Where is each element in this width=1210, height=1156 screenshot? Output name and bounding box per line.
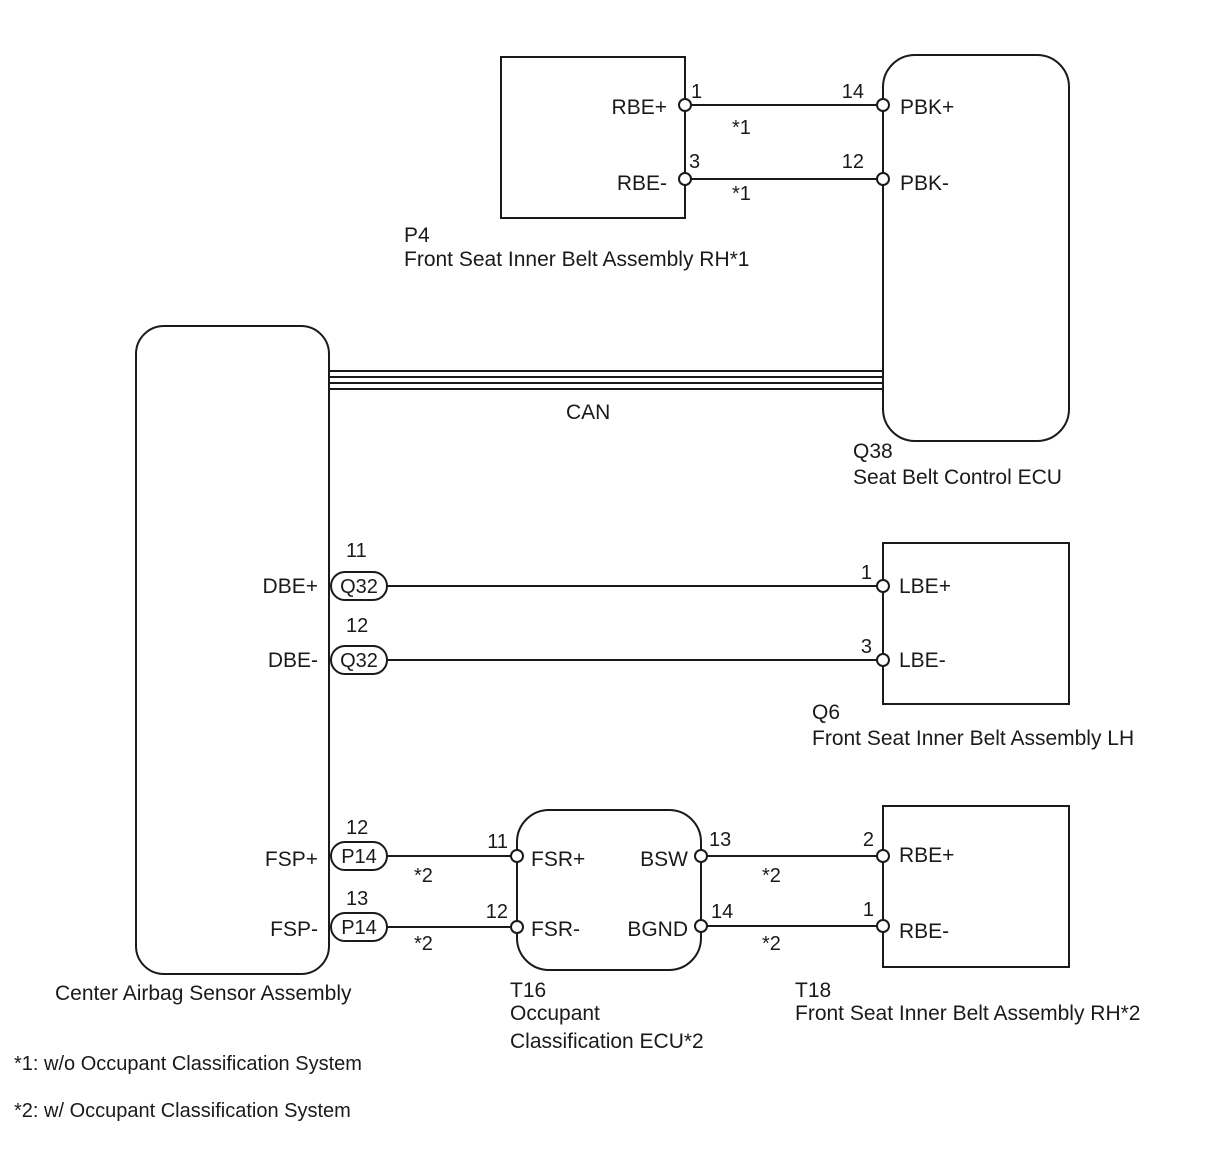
t16-pin-number-fsr-neg: 12 [486, 901, 508, 923]
t16-box [516, 809, 702, 971]
terminal-q38-neg [876, 172, 890, 186]
t18-pin-number-neg: 1 [863, 899, 874, 921]
connector-p14-neg-code: P14 [341, 917, 377, 939]
t16-pin-number-bsw: 13 [709, 829, 731, 851]
t16-pin-label-bgnd: BGND [627, 918, 688, 941]
t18-component: RBE+ RBE- 2 1 T18 Front Seat Inner Belt … [795, 805, 1141, 1025]
airbag-name: Center Airbag Sensor Assembly [55, 982, 352, 1005]
wire-mark-2-fsp-neg: *2 [414, 933, 433, 955]
airbag-pin-fsp-neg: FSP- [270, 918, 318, 941]
wire-mark-2-bsw: *2 [762, 865, 781, 887]
connector-p14-pos-code: P14 [341, 846, 377, 868]
wire-mark-2-fsp-pos: *2 [414, 865, 433, 887]
t18-pin-label-neg: RBE- [899, 920, 949, 943]
p4-box [500, 56, 686, 219]
terminal-p4-neg [678, 172, 692, 186]
t16-pin-label-fsr-pos: FSR+ [531, 848, 585, 871]
terminal-p4-pos [678, 98, 692, 112]
q6-pin-number-pos: 1 [861, 562, 872, 584]
p4-pin-label-neg: RBE- [617, 172, 667, 195]
airbag-pin-fsp-pos: FSP+ [265, 848, 318, 871]
t16-pin-number-bgnd: 14 [711, 901, 733, 923]
t18-name: Front Seat Inner Belt Assembly RH*2 [795, 1002, 1141, 1025]
footnote-2: *2: w/ Occupant Classification System [14, 1100, 351, 1122]
q38-pin-number-neg: 12 [842, 151, 864, 173]
connector-q32-neg-pin: 12 [346, 615, 368, 637]
t16-name-line-1: Occupant [510, 1002, 600, 1025]
wire-mark-1-upper: *1 [732, 117, 751, 139]
terminal-t18-neg [876, 919, 890, 933]
q6-name: Front Seat Inner Belt Assembly LH [812, 727, 1134, 750]
q38-component: PBK+ PBK- 14 12 Q38 Seat Belt Control EC… [842, 54, 1070, 489]
t16-pin-label-fsr-neg: FSR- [531, 918, 580, 941]
footnotes: *1: w/o Occupant Classification System *… [14, 1053, 362, 1122]
connector-p14-neg-pin: 13 [346, 888, 368, 910]
terminal-t16-bsw [694, 849, 708, 863]
q6-pin-label-pos: LBE+ [899, 575, 951, 598]
t16-pin-label-bsw: BSW [640, 848, 688, 871]
wire-mark-2-bgnd: *2 [762, 933, 781, 955]
p4-pin-number-pos: 1 [691, 81, 702, 103]
q6-pin-label-neg: LBE- [899, 649, 946, 672]
q38-code: Q38 [853, 440, 893, 463]
t16-pin-number-fsr-pos: 11 [487, 831, 508, 853]
p4-pin-label-pos: RBE+ [612, 96, 667, 119]
connector-p14-neg-shape [330, 912, 388, 942]
terminal-t16-fsr-neg [510, 920, 524, 934]
p4-component: RBE+ RBE- 1 3 P4 Front Seat Inner Belt A… [404, 56, 750, 271]
connector-q32-pos-shape [330, 571, 388, 601]
connector-p14-pos-shape [330, 841, 388, 871]
terminal-q6-pos [876, 579, 890, 593]
airbag-pin-dbe-pos: DBE+ [263, 575, 318, 598]
connector-q32-pos: Q32 11 [330, 540, 388, 601]
q38-pin-number-pos: 14 [842, 81, 864, 103]
p4-q38-wires: *1 *1 [678, 98, 890, 205]
t16-code: T16 [510, 979, 546, 1002]
t18-pin-number-pos: 2 [863, 829, 874, 851]
connector-q32-neg-shape [330, 645, 388, 675]
terminal-t16-fsr-pos [510, 849, 524, 863]
q38-pin-label-neg: PBK- [900, 172, 949, 195]
can-bus: CAN [329, 370, 883, 424]
connector-q32-pos-code: Q32 [340, 576, 378, 598]
wire-mark-1-lower: *1 [732, 183, 751, 205]
t16-name-line-2: Classification ECU*2 [510, 1030, 704, 1053]
q38-name: Seat Belt Control ECU [853, 466, 1062, 489]
airbag-component: DBE+ DBE- FSP+ FSP- Center Airbag Sensor… [55, 325, 352, 1005]
t16-component: FSR+ FSR- BSW BGND 11 12 13 14 T16 Occup… [486, 809, 733, 1053]
q38-pin-label-pos: PBK+ [900, 96, 954, 119]
q38-box [882, 54, 1070, 442]
dbe-wires: Q32 11 Q32 12 [330, 540, 890, 675]
footnote-1: *1: w/o Occupant Classification System [14, 1053, 362, 1075]
airbag-pin-dbe-neg: DBE- [268, 649, 318, 672]
p4-code: P4 [404, 224, 430, 247]
terminal-t16-bgnd [694, 919, 708, 933]
terminal-t18-pos [876, 849, 890, 863]
q6-code: Q6 [812, 701, 840, 724]
t18-code: T18 [795, 979, 831, 1002]
q6-component: LBE+ LBE- 1 3 Q6 Front Seat Inner Belt A… [812, 542, 1134, 750]
connector-q32-neg-code: Q32 [340, 650, 378, 672]
connector-p14-pos-pin: 12 [346, 817, 368, 839]
t18-box [882, 805, 1070, 968]
p4-pin-number-neg: 3 [689, 151, 700, 173]
t18-pin-label-pos: RBE+ [899, 844, 954, 867]
connector-p14-pos: P14 12 [330, 817, 388, 871]
terminal-q6-neg [876, 653, 890, 667]
connector-q32-neg: Q32 12 [330, 615, 388, 675]
connector-p14-neg: P14 13 [330, 888, 388, 942]
q6-pin-number-neg: 3 [861, 636, 872, 658]
airbag-box [135, 325, 330, 975]
terminal-q38-pos [876, 98, 890, 112]
p4-name: Front Seat Inner Belt Assembly RH*1 [404, 248, 750, 271]
can-label: CAN [566, 401, 610, 424]
q6-box [882, 542, 1070, 705]
connector-q32-pos-pin: 11 [346, 540, 367, 562]
occupant-wires: *2 *2 *2 *2 P14 12 P14 13 [330, 817, 890, 955]
